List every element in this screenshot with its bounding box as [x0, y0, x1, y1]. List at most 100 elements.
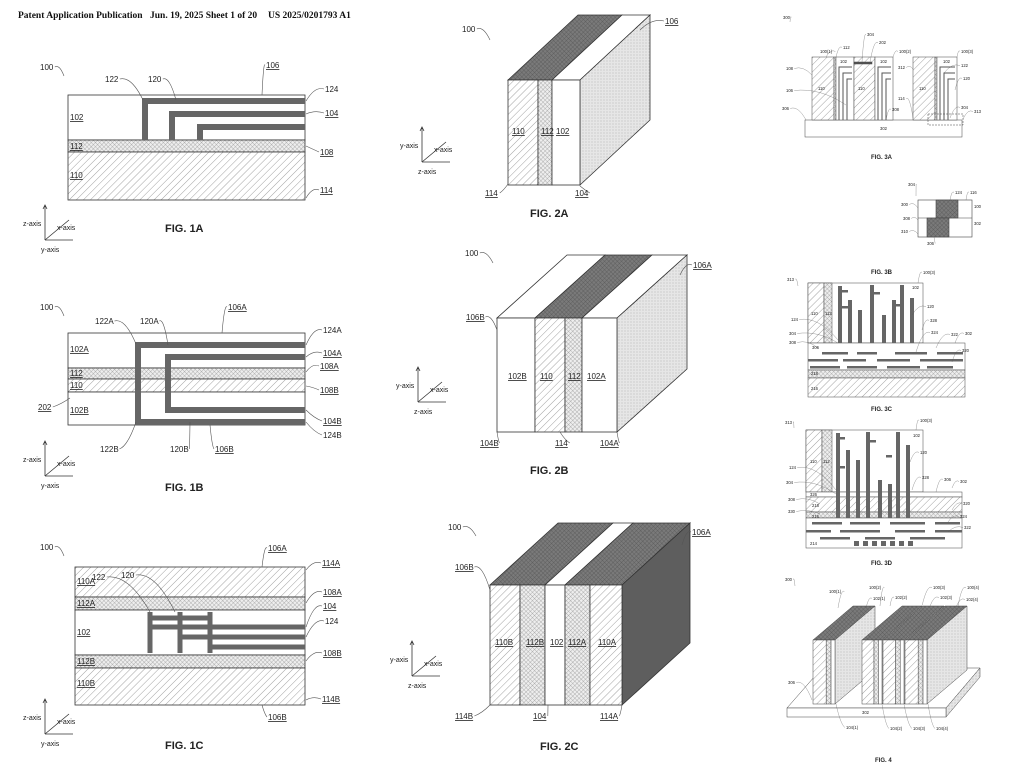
leader-line	[305, 697, 322, 701]
leader-line	[951, 502, 963, 511]
reference-numeral: 102	[880, 59, 888, 64]
reference-numeral: 322	[951, 332, 959, 337]
leader-line	[954, 77, 963, 91]
leader-line	[892, 50, 899, 58]
leader-line	[305, 385, 320, 391]
interconnect-trace	[935, 522, 960, 525]
interconnect-trace	[808, 359, 838, 362]
figure-1a	[67, 94, 306, 201]
leader-line	[485, 316, 498, 331]
leader-line	[929, 596, 940, 607]
reference-numeral: 106	[266, 61, 280, 70]
reference-numeral: 102	[943, 59, 951, 64]
reference-numeral: 106A	[692, 528, 711, 537]
layer-112-1	[833, 56, 837, 121]
leader-line	[305, 88, 325, 102]
leader-line	[305, 111, 325, 115]
interconnect-trace	[887, 366, 920, 369]
reference-numeral: 110	[70, 171, 83, 180]
reference-numeral: 313	[787, 277, 795, 282]
interconnect-trace	[857, 352, 877, 355]
leader-line	[837, 590, 845, 609]
leader-line	[135, 574, 176, 613]
reference-numeral: 120	[963, 76, 971, 81]
reference-numeral: 100(2)	[899, 49, 912, 54]
leader-line	[261, 64, 266, 96]
reference-numeral: 313	[785, 420, 793, 425]
leader-line	[221, 306, 228, 334]
leader-line	[789, 16, 792, 23]
leader-line	[889, 596, 895, 607]
reference-numeral: 102	[70, 113, 84, 122]
leader-line	[305, 591, 323, 604]
leader-line	[162, 78, 177, 101]
reference-numeral: 120	[920, 450, 928, 455]
conductor-120	[882, 315, 886, 343]
leader-line	[106, 576, 151, 613]
reference-numeral: 120	[121, 571, 135, 580]
reference-numeral: 122B	[100, 445, 119, 454]
reference-numeral: 102A	[70, 345, 89, 354]
interconnect-trace	[935, 530, 962, 533]
axis-label: y-axis	[41, 483, 60, 490]
axis-arrow	[417, 381, 443, 403]
leader-line	[947, 515, 960, 523]
reference-numeral: 216	[811, 386, 819, 391]
interconnect-trace	[890, 522, 925, 525]
axis-arrow	[415, 366, 421, 402]
axis-label: z-axis	[414, 409, 433, 416]
publication-number: US 2025/0201793 A1	[268, 11, 351, 21]
layer-112	[67, 139, 306, 153]
leader-line	[305, 620, 325, 638]
interconnect-trace	[812, 522, 842, 525]
conductor-120	[888, 484, 892, 518]
reference-numeral: 328	[930, 318, 938, 323]
substrate-302	[786, 707, 947, 718]
layer-110a	[74, 566, 306, 598]
reference-numeral: 104	[533, 712, 547, 721]
figure-2a	[506, 14, 652, 186]
reference-numeral: 124B	[323, 431, 342, 440]
leader-line	[797, 341, 819, 349]
slab-layer-112	[917, 639, 924, 705]
leader-line	[209, 424, 215, 450]
reference-numeral: 110A	[598, 638, 617, 647]
interconnect-trace	[895, 530, 925, 533]
conductor-120	[906, 445, 910, 518]
reference-numeral: 116	[970, 190, 977, 195]
leader-line	[305, 329, 323, 346]
conductor-stub	[840, 437, 845, 440]
leader-line	[479, 252, 494, 264]
reference-numeral: 306	[782, 106, 790, 111]
reference-numeral: 104B	[323, 417, 342, 426]
reference-numeral: 124	[955, 190, 963, 195]
reference-numeral: 304	[908, 182, 916, 187]
leader-line	[915, 419, 920, 431]
axis-label: x-axis	[434, 147, 453, 154]
figure-1c	[74, 566, 306, 706]
reference-numeral: 112	[843, 45, 850, 50]
reference-numeral: 114	[320, 186, 333, 195]
reference-numeral: 110B	[77, 679, 95, 688]
reference-numeral: 320	[962, 348, 970, 353]
leader-line	[911, 476, 922, 491]
reference-numeral: 102B	[70, 406, 89, 415]
figure-caption: FIG. 1A	[165, 223, 204, 235]
figure-1b	[67, 332, 306, 426]
reference-numeral: 100(1)	[820, 49, 833, 54]
conductor-120	[846, 450, 850, 518]
reference-numeral: 100	[448, 523, 462, 532]
reference-numeral: 308	[892, 107, 900, 112]
axis-label: z-axis	[23, 715, 42, 722]
layer-112a	[74, 596, 306, 611]
leader-line	[906, 97, 914, 119]
coordinate-axes	[415, 366, 446, 403]
axis-label: y-axis	[390, 657, 409, 664]
figure-caption: FIG. 2C	[540, 741, 579, 753]
figure-3a	[804, 56, 964, 138]
reference-numeral: 114B	[322, 695, 340, 704]
bond-pad	[863, 541, 868, 546]
leader-line	[935, 333, 951, 349]
pad-124	[935, 199, 959, 219]
leader-line	[305, 364, 320, 373]
